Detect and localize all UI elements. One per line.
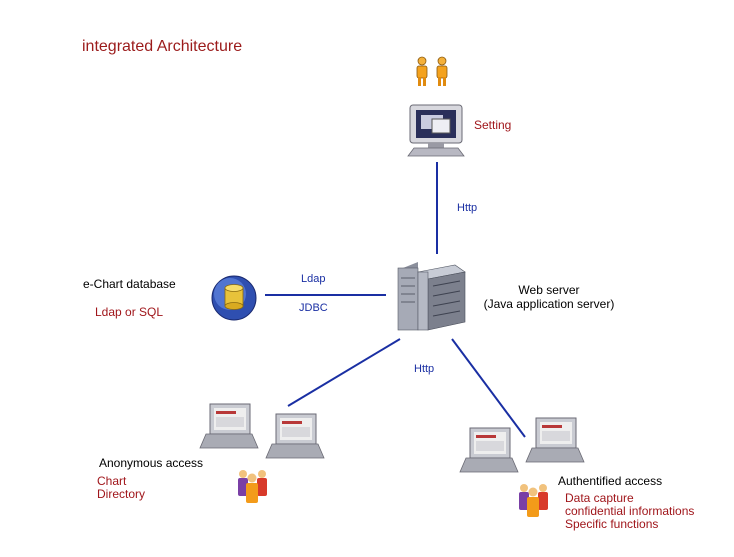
link-server-anonymous (287, 338, 401, 407)
laptop-icon (525, 417, 585, 463)
web-server-label: Web server (Java application server) (474, 283, 624, 311)
authentified-access-label: Authentified access (558, 474, 663, 488)
laptop-icon (199, 403, 259, 449)
authentified-item: confidential informations (565, 504, 695, 518)
laptop-icon (265, 413, 325, 459)
web-server-title: Web server (518, 283, 580, 297)
anonymous-access-list: Chart Directory (97, 475, 145, 501)
database-sub-label: Ldap or SQL (95, 305, 164, 319)
authentified-item: Specific functions (565, 517, 659, 531)
link-label-ldap: Ldap (301, 273, 326, 285)
link-label-http-top: Http (457, 202, 478, 214)
link-label-jdbc: JDBC (299, 302, 328, 314)
page-title: integrated Architecture (82, 38, 243, 55)
server-icon (397, 262, 466, 331)
authentified-item: Data capture (565, 491, 634, 505)
setting-label: Setting (474, 118, 512, 132)
database-icon (211, 275, 257, 321)
web-server-subtitle: (Java application server) (483, 297, 615, 311)
database-label: e-Chart database (83, 277, 176, 291)
user-group-icon (519, 484, 548, 517)
anonymous-item: Directory (97, 487, 146, 501)
anonymous-item: Chart (97, 474, 127, 488)
link-server-authentified (451, 338, 526, 438)
monitor-icon (407, 104, 465, 157)
users-icon (416, 56, 448, 86)
laptop-icon (459, 427, 519, 473)
authentified-access-list: Data capture confidential informations S… (565, 492, 694, 531)
link-label-http-bottom: Http (414, 363, 435, 375)
anonymous-access-label: Anonymous access (99, 456, 204, 470)
user-group-icon (238, 470, 267, 503)
